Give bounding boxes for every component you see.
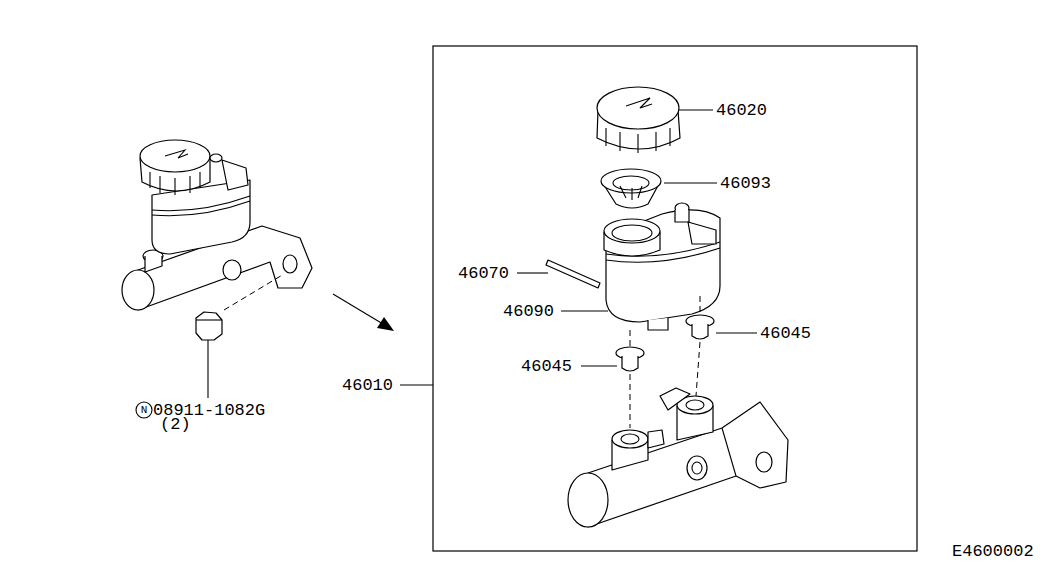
part-number: 46070: [458, 265, 509, 282]
new-part-symbol: [136, 402, 152, 418]
part-number: 46010: [342, 377, 393, 394]
part-number: 46093: [720, 175, 771, 192]
part-number: 46090: [503, 303, 554, 320]
explode-arrow: [333, 294, 394, 331]
quantity: (2): [160, 416, 191, 433]
part-number: 46020: [716, 102, 767, 119]
assembled-master-cylinder: [122, 140, 312, 340]
assembly-frame: [433, 46, 917, 551]
exploded-master-cylinder: [546, 87, 788, 527]
new-part-letter: N: [141, 405, 148, 416]
part-number: 46045: [760, 325, 811, 342]
part-number: 46045: [521, 358, 572, 375]
diagram-code: E4600002: [952, 543, 1034, 560]
